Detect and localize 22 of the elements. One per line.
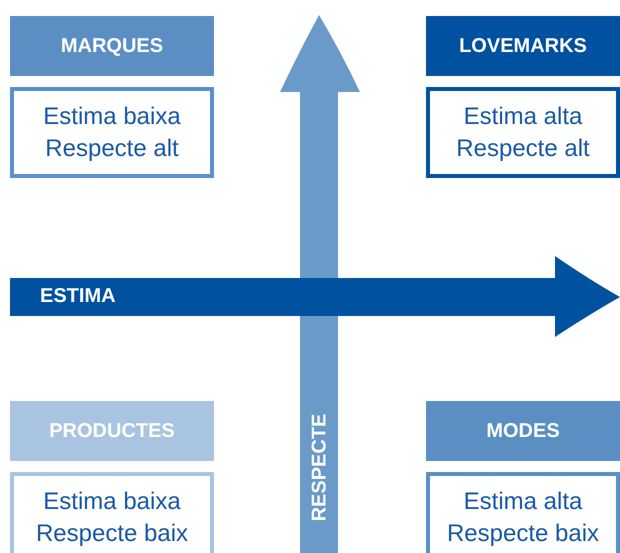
heading-text: MARQUES [60,34,164,58]
heading-text: PRODUCTES [49,420,175,442]
description-text: Estima alta [464,102,582,132]
axis-label: ESTIMA [40,285,116,308]
heading-text: MODES [486,420,560,442]
description-text: Respecte baix [36,518,188,548]
quadrant-box [10,87,214,178]
quadrant-heading [426,401,620,461]
heading-text: LOVEMARKS [459,34,587,58]
axis-label: RESPECTE [308,412,332,524]
description-text: Respecte baix [446,518,600,548]
description-text: Estima alta [464,486,582,516]
description-text: Respecte alt [456,134,590,164]
quadrant-box [426,472,620,553]
description-text: Estima baixa [43,102,181,132]
quadrant-heading [426,16,620,76]
quadrant-box [426,87,620,178]
description-text: Estima baixa [43,486,181,516]
quadrant-heading [10,16,214,76]
quadrant-heading [10,401,214,461]
quadrant-box [10,472,214,553]
description-text: Respecte alt [45,134,179,164]
